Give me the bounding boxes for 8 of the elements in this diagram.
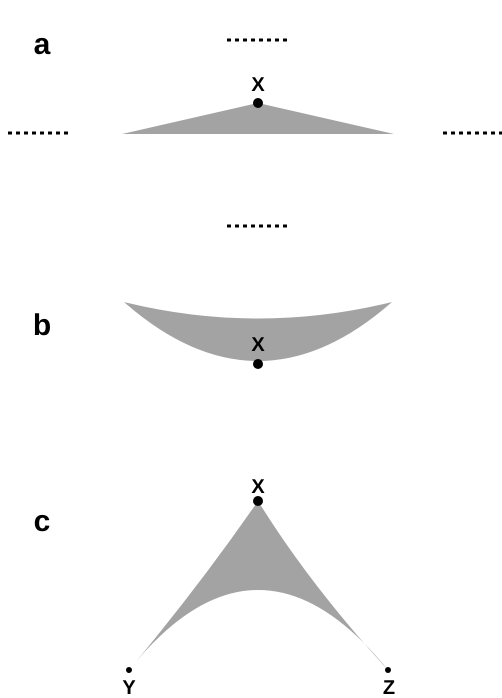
point-label: X: [251, 335, 265, 355]
panel-label: a: [34, 30, 50, 60]
point-label: X: [251, 75, 265, 95]
point-label: Y: [122, 678, 136, 698]
panel-label: c: [34, 507, 50, 537]
panel-label: b: [32, 311, 52, 341]
point-label: X: [251, 477, 265, 497]
point-label: Z: [382, 678, 396, 698]
